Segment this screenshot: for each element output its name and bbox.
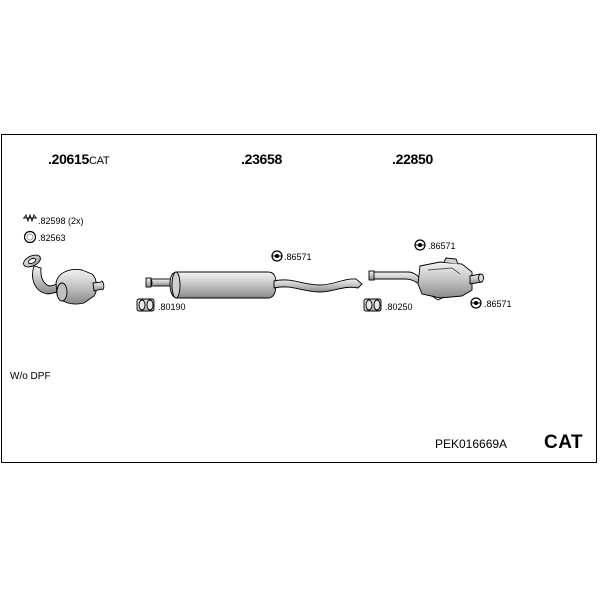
clamp-icon: [363, 298, 382, 312]
part-number: .20615: [48, 151, 90, 167]
rubber-mount-icon: [271, 250, 283, 262]
part-label-middle-silencer: .23658: [241, 151, 283, 167]
diagram-frame: [1, 134, 597, 463]
middle-silencer-drawing: [145, 271, 363, 299]
part-suffix: CAT: [89, 155, 110, 167]
note-dpf: W/o DPF: [10, 371, 51, 382]
cat-badge: CAT: [544, 432, 584, 453]
rubber-mount-icon: [414, 239, 426, 251]
label-gasket-ring: .82563: [38, 233, 66, 243]
label-rubber-mount-2: .86571: [428, 241, 456, 251]
gasket-ring-icon: [23, 230, 37, 244]
label-rubber-mount-1: .86571: [284, 252, 312, 262]
label-clamp-1: .80190: [158, 302, 186, 312]
rubber-mount-icon: [470, 297, 482, 309]
part-label-catalytic-converter: .20615CAT: [48, 151, 110, 167]
label-rubber-mount-3: .86571: [484, 299, 512, 309]
rear-silencer-drawing: [368, 257, 484, 301]
part-label-rear-silencer: .22850: [392, 151, 434, 167]
clamp-icon: [136, 298, 155, 312]
label-spring-bolt: .82598 (2x): [38, 216, 84, 226]
product-code: PEK016669A: [435, 437, 508, 451]
label-clamp-2: .80250: [385, 302, 413, 312]
spring-bolt-icon: [23, 213, 37, 223]
catalytic-converter-drawing: [23, 254, 105, 305]
